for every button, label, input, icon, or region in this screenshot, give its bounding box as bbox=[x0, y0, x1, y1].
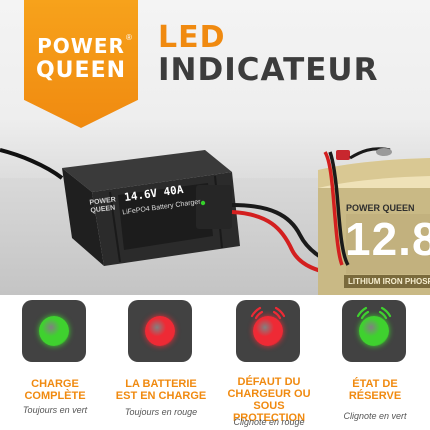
battery-brand: POWER QUEEN bbox=[346, 203, 415, 213]
led-panel bbox=[342, 300, 406, 362]
battery-voltage: 12.8 bbox=[345, 213, 430, 265]
charger-logo: POWER QUEEN bbox=[89, 196, 117, 215]
led-panel bbox=[236, 300, 300, 362]
battery-type: LITHIUM IRON PHOSP bbox=[344, 275, 430, 288]
brand-banner: POWER ® QUEEN bbox=[24, 0, 138, 128]
led-light-icon bbox=[145, 316, 175, 346]
blink-indicator-icon bbox=[250, 306, 286, 320]
charger-side-panel bbox=[196, 185, 232, 229]
led-panel bbox=[22, 300, 86, 362]
product-illustration bbox=[0, 147, 430, 295]
brand-registered-mark: ® bbox=[126, 33, 132, 42]
charger-status-led bbox=[200, 200, 206, 206]
indicator-label: LA BATTERIE EST EN CHARGE bbox=[115, 378, 207, 402]
indicator-label: CHARGE COMPLÈTE bbox=[24, 378, 86, 402]
indicator-label: DÉFAUT DU CHARGEUR OU SOUS PROTECTION bbox=[227, 376, 311, 424]
blink-indicator-icon bbox=[356, 306, 392, 320]
led-light-icon bbox=[39, 316, 69, 346]
indicator-description: Toujours en vert bbox=[22, 405, 88, 415]
brand-name-top: POWER bbox=[37, 34, 125, 58]
indicator-description: Clignote en rouge bbox=[233, 417, 305, 427]
heading-line-2: INDICATEUR bbox=[158, 52, 379, 88]
brand-name-bottom: QUEEN bbox=[35, 58, 127, 83]
heading-line-1: LED bbox=[158, 20, 226, 55]
indicator-label: ÉTAT DE RÉSERVE bbox=[348, 378, 402, 402]
led-light-icon bbox=[253, 316, 283, 346]
ac-power-cable bbox=[0, 148, 64, 180]
battery-lead-black bbox=[328, 151, 350, 266]
indicator-description: Clignote en vert bbox=[343, 411, 407, 421]
indicator-description: Toujours en rouge bbox=[124, 407, 198, 417]
battery-lead-red bbox=[323, 151, 344, 266]
led-light-icon bbox=[359, 316, 389, 346]
led-panel bbox=[128, 300, 192, 362]
product-scene: POWER QUEEN 14.6V 40A LiFePO4 Battery Ch… bbox=[0, 0, 430, 295]
charger-unit bbox=[62, 150, 240, 266]
